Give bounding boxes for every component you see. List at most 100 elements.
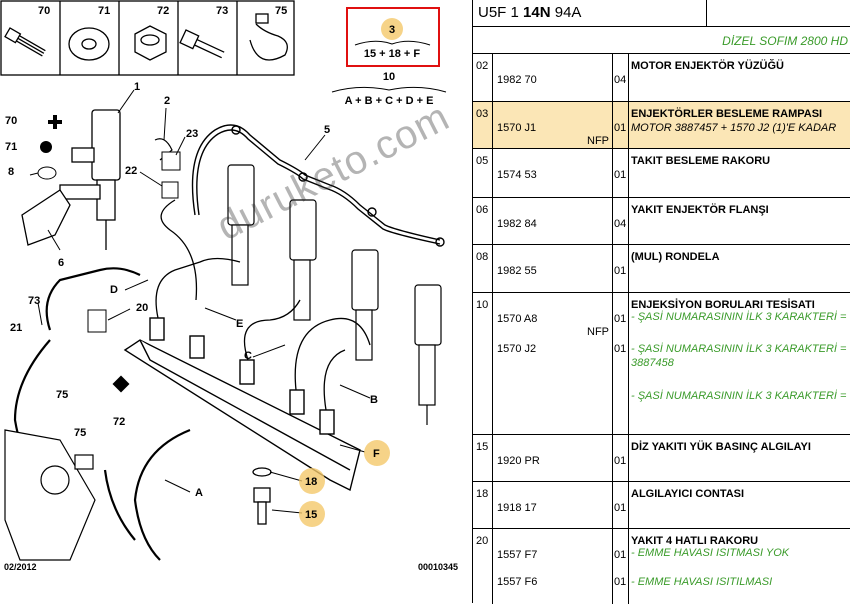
callout-A: A	[195, 487, 203, 499]
row-ref: 1982 70	[497, 74, 537, 86]
callout-72: 72	[113, 416, 125, 428]
row-qty: 01	[614, 169, 627, 181]
kit-3-number: 3	[389, 24, 395, 36]
callout-F: F	[373, 448, 380, 460]
spacer-icon	[37, 166, 57, 180]
injector-flange	[21, 189, 71, 246]
row-description: YAKIT 4 HATLI RAKORU	[631, 535, 759, 547]
callout-5: 5	[324, 124, 330, 136]
row-note: - ŞASİ NUMARASININ İLK 3 KARAKTERİ =	[631, 390, 847, 402]
row-nfp: NFP	[587, 326, 609, 338]
row-ref: 1918 17	[497, 502, 537, 514]
parts-row[interactable]: 05 1574 53 01 TAKIT BESLEME RAKORU	[473, 148, 850, 198]
row-index: 08	[476, 251, 489, 263]
exploded-parts-diagram: 70 71 72 73 75 3 15 + 18 + F 10 A + B + …	[0, 0, 458, 572]
parts-header: U5F 1 14N 94A	[473, 0, 850, 27]
clip-23	[161, 151, 181, 171]
pressure-sensor	[253, 487, 271, 525]
row-description: (MUL) RONDELA	[631, 251, 720, 263]
injector-1	[59, 109, 121, 250]
row-description: MOTOR ENJEKTÖR YÜZÜĞÜ	[631, 60, 784, 72]
row-ref: 1982 84	[497, 218, 537, 230]
injector-3	[289, 199, 317, 321]
parts-row[interactable]: 06 1982 84 04 YAKIT ENJEKTÖR FLANŞI	[473, 197, 850, 245]
kit-3-formula: 15 + 18 + F	[364, 48, 421, 60]
row-qty: 01	[614, 502, 627, 514]
row-qty: 01	[614, 265, 627, 277]
engine-subtitle: DİZEL SOFIM 2800 HD	[473, 27, 850, 54]
row-index: 10	[476, 299, 489, 311]
washer-icon	[40, 141, 52, 153]
clip-22	[161, 181, 179, 199]
row-description: ALGILAYICI CONTASI	[631, 488, 745, 500]
callout-18-marker	[299, 468, 325, 494]
callout-21: 21	[10, 322, 22, 334]
row-qty: 01	[614, 455, 627, 467]
high-pressure-pump	[4, 429, 96, 561]
diagram-date: 02/2012	[4, 562, 37, 572]
small-part-label-75: 75	[275, 5, 287, 17]
callout-8: 8	[8, 166, 14, 178]
leader-lines	[29, 89, 371, 514]
callout-1: 1	[134, 81, 140, 93]
small-part-label-73: 73	[216, 5, 228, 17]
row-ref: 1570 J1	[497, 122, 537, 134]
callout-F-marker	[364, 440, 390, 466]
row-ref: 1574 53	[497, 169, 537, 181]
row-description: TAKIT BESLEME RAKORU	[631, 155, 771, 167]
stud-icon	[48, 115, 62, 129]
callout-70: 70	[5, 115, 17, 127]
callout-2: 2	[164, 95, 170, 107]
row-qty: 01	[614, 122, 627, 134]
sensor-seal	[252, 467, 272, 477]
row-index: 20	[476, 535, 489, 547]
row-index: 15	[476, 441, 489, 453]
row-description: ENJEKSİYON BORULARI TESİSATI	[631, 299, 815, 311]
callout-C: C	[244, 350, 252, 362]
row-qty: 04	[614, 218, 627, 230]
row-note: - ŞASİ NUMARASININ İLK 3 KARAKTERİ =	[631, 311, 847, 323]
parts-row[interactable]: 02 1982 70 04 MOTOR ENJEKTÖR YÜZÜĞÜ	[473, 53, 850, 102]
row-description: ENJEKTÖRLER BESLEME RAMPASI	[631, 108, 823, 120]
injector-5	[414, 284, 442, 425]
row-ref-2: 1557 F6	[497, 576, 538, 588]
row-qty: 04	[614, 74, 627, 86]
callout-22: 22	[125, 165, 137, 177]
row-qty: 01	[614, 313, 627, 325]
row-ref: 1557 F7	[497, 549, 538, 561]
row-index: 06	[476, 204, 489, 216]
row-note: - EMME HAVASI ISITILMASI	[631, 576, 773, 588]
small-part-label-70: 70	[38, 5, 50, 17]
return-pipe-assembly	[191, 124, 445, 247]
callout-20: 20	[136, 302, 148, 314]
row-index: 03	[476, 108, 489, 120]
small-parts-strip	[0, 0, 295, 76]
clip-2	[154, 138, 173, 161]
callout-D: D	[110, 284, 118, 296]
row-qty-2: 01	[614, 576, 627, 588]
callout-15-marker	[299, 501, 325, 527]
callout-71: 71	[5, 141, 17, 153]
row-note: - ŞASİ NUMARASININ İLK 3 KARAKTERİ =	[631, 343, 847, 355]
row-description: YAKIT ENJEKTÖR FLANŞI	[631, 204, 769, 216]
header-prefix: U5F 1	[478, 4, 519, 21]
row-index: 02	[476, 60, 489, 72]
row-index: 05	[476, 155, 489, 167]
small-part-label-72: 72	[157, 5, 169, 17]
fuel-rail	[123, 317, 361, 492]
header-code: 14N	[523, 4, 551, 21]
kit-10-formula: A + B + C + D + E	[345, 95, 434, 107]
row-ref: 1920 PR	[497, 455, 540, 467]
callout-23: 23	[186, 128, 198, 140]
row-ref-2: 1570 J2	[497, 343, 537, 355]
callout-75b: 75	[74, 427, 86, 439]
diagram-ref: 00010345	[418, 562, 458, 572]
kit-10-number: 10	[383, 71, 395, 83]
injector-4	[351, 249, 379, 361]
